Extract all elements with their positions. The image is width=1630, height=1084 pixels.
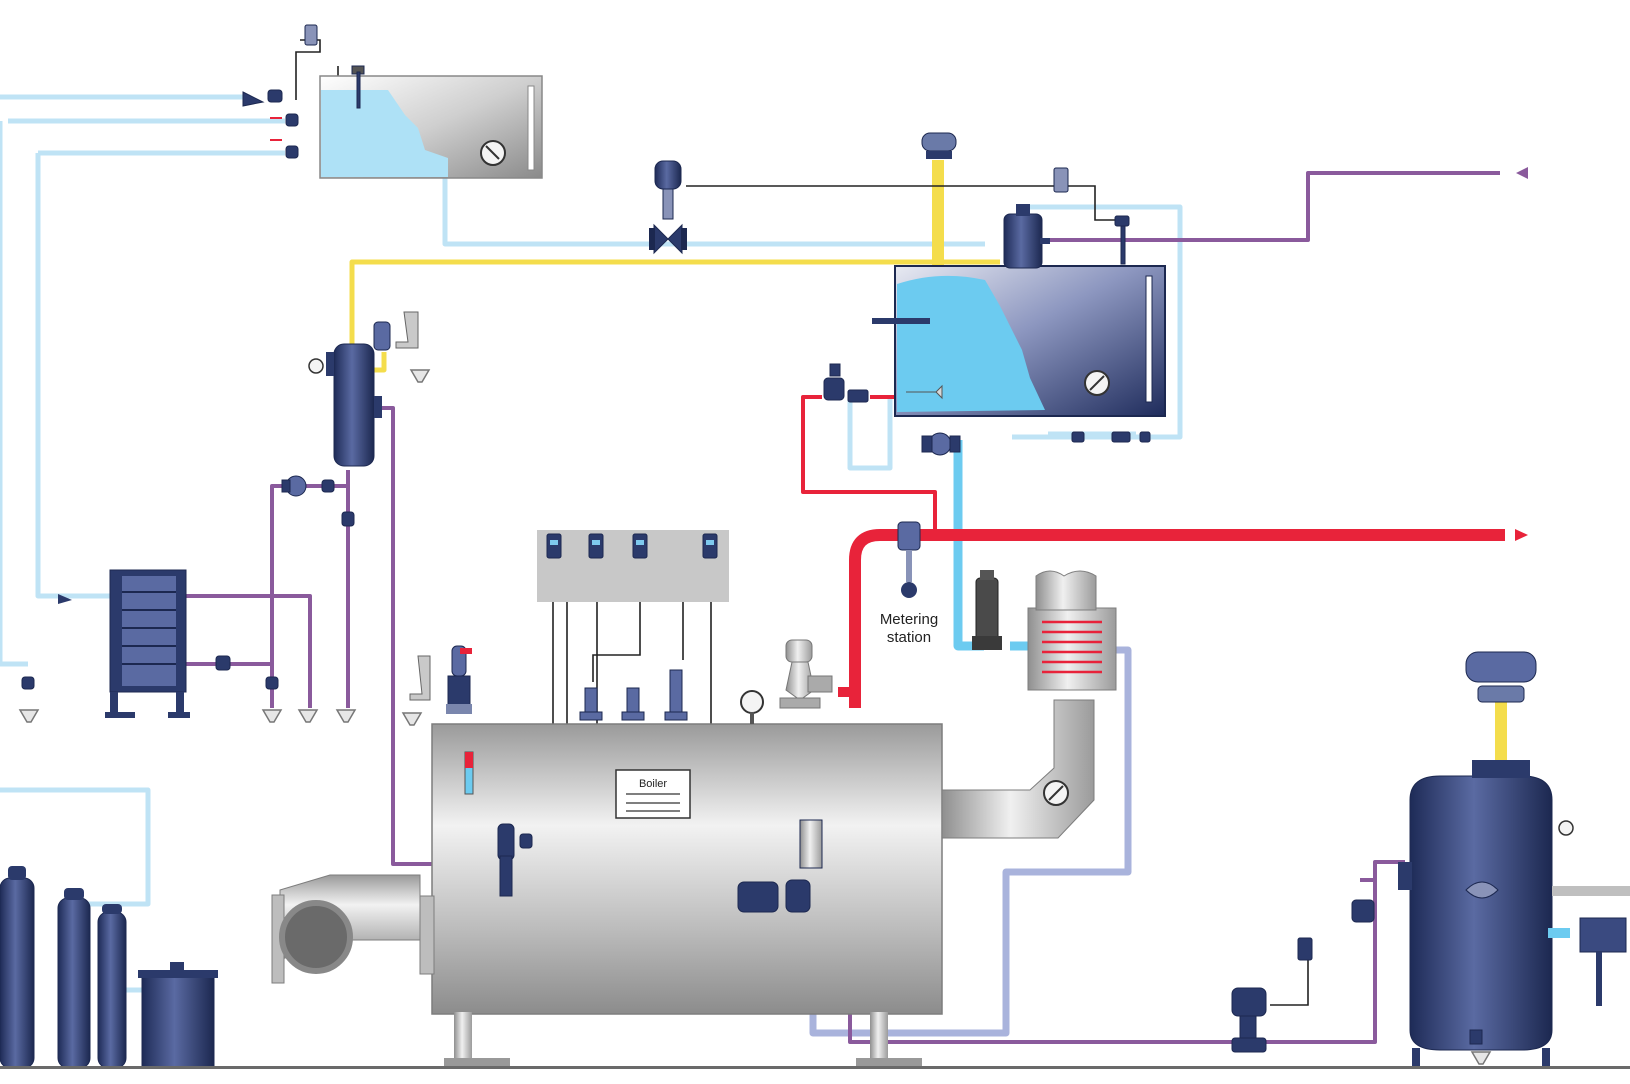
metering-station-label-2: station [887,629,931,646]
feed-pump [972,570,1002,650]
drain-funnel-icon [20,710,38,722]
arrow-right-icon [1515,529,1528,541]
metering-station-label: Metering [880,611,938,628]
water-softeners [0,866,218,1068]
boiler-plate-label: Boiler [639,778,667,790]
drain-funnel-icon [1472,1052,1490,1064]
flue-economiser [942,571,1116,838]
level-controller-icon [547,534,561,558]
control-panel [537,530,729,602]
burner [272,875,434,983]
level-controller-icon [589,534,603,558]
level-controller-icon [1054,168,1068,192]
steam-receiver [1398,652,1630,1068]
drain-funnel-icon [299,710,317,722]
flash-steam-lines [352,160,1501,765]
plate-heat-exchanger [58,570,190,718]
level-controller-icon [633,534,647,558]
drain-funnel-icon [403,713,421,725]
feedwater-tank [872,266,1165,416]
drain-funnel-icon [337,710,355,722]
vent-head [922,133,956,159]
drain-funnel-icon [263,710,281,722]
level-controller-icon [703,534,717,558]
floor-line [0,1066,1630,1069]
pressure-gauge-icon [741,691,763,713]
pressure-gauge-icon [309,359,323,373]
temperature-control-valve [649,161,687,253]
drain-funnel-icon [411,370,429,382]
pressure-gauge-icon [1559,821,1573,835]
deaerator-head [1004,204,1050,268]
arrow-left-icon [1516,167,1528,179]
level-controller-icon [1298,938,1312,960]
make-up-water-tank [320,76,542,178]
flash-vessel-valves [22,476,354,689]
flash-vessel [309,312,418,466]
